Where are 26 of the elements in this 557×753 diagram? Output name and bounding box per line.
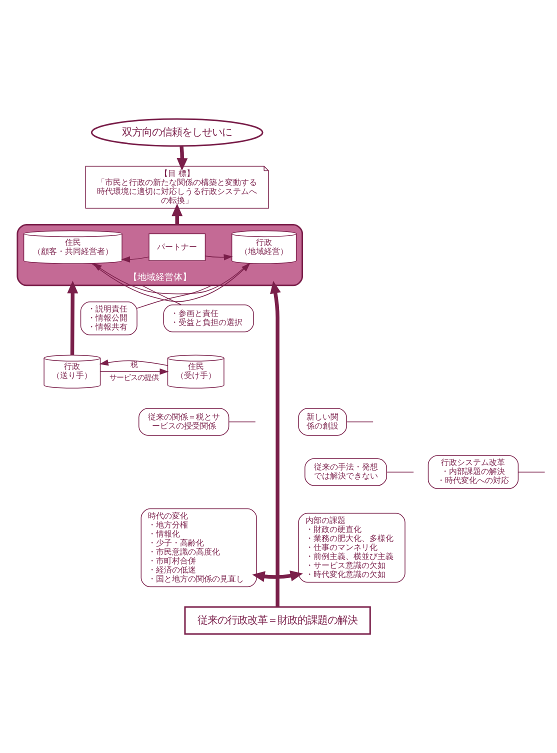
node-box: 時代の変化 ・地方分権 ・情報化 ・少子・高齢化 ・市民意識の高度化 ・市町村合併 ・経済の低迷 ・国と地方の関係の見直し	[140, 508, 257, 588]
connector	[136, 285, 212, 309]
arrow	[99, 359, 168, 366]
node-ellipse: 双方向の信頼をしせいに	[90, 118, 264, 147]
arrow	[252, 570, 303, 582]
arrow	[204, 254, 233, 260]
node-box: 従来の手法・発想では解決できない	[304, 458, 387, 486]
edge-label: サービスの提供	[110, 372, 159, 382]
arrow	[67, 280, 78, 356]
edge-label: 税	[130, 360, 138, 370]
node-box: ・説明責任 ・情報公開 ・情報共有	[80, 302, 138, 336]
node-box: 従来の関係＝税とサービスの授受関係	[138, 408, 230, 436]
connector	[142, 285, 182, 306]
node-box: 新しい関係の創設	[298, 408, 347, 436]
node-box: 行政システム改革 ・内部課題の解決 ・時代変化への対応	[428, 455, 519, 489]
node-box: ・参画と責任 ・受益と負担の選択	[163, 304, 254, 332]
arrow	[121, 256, 150, 263]
arrow	[100, 368, 169, 375]
node-box: パートナー	[148, 233, 206, 262]
arrow	[172, 204, 183, 225]
node-box: 従来の行政改革＝財政的課題の解決	[184, 606, 371, 635]
connector	[346, 421, 374, 422]
node-box: 内部の課題 ・財政の硬直化 ・業務の肥大化、多様化 ・仕事のマンネリ化 ・前例主義、横並び主義 ・サービス意識の欠如 ・時代変化意識の欠如	[298, 512, 406, 583]
arrow	[92, 263, 249, 294]
arrow	[270, 280, 281, 607]
arrow	[176, 146, 188, 171]
